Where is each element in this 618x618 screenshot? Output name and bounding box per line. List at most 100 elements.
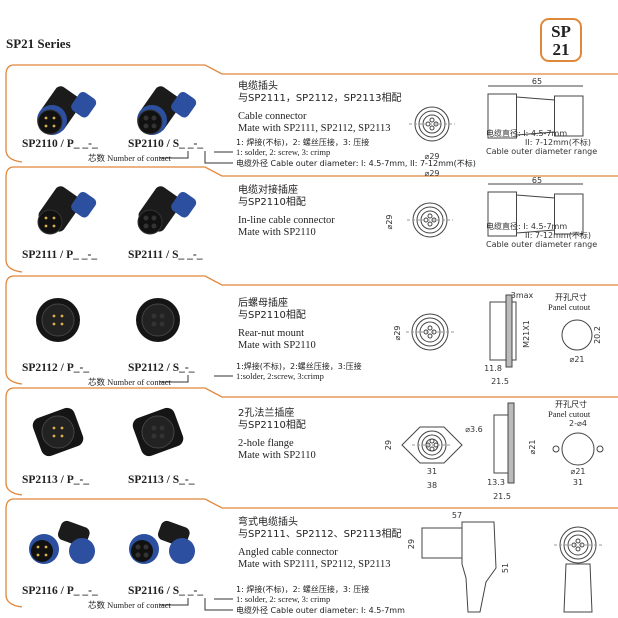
contact-leader [160,598,189,606]
cutout-flat-dim: 20.2 [593,326,602,344]
length-dim: 65 [532,77,542,86]
connector-nut [171,191,197,218]
part-number-female: SP2113 / S_-_ [128,474,195,486]
front-view-drawing [406,313,454,351]
cable-gland-outline [563,563,593,613]
english-title: Cable connector [238,111,307,122]
socket-hole [159,321,165,327]
contact-pin [60,434,64,438]
cable-range-2: II: 7-12mm(不标) [525,138,591,147]
socket-hole [151,433,157,439]
contact-pin [44,545,48,549]
cable-range-2: II: 7-12mm(不标) [525,231,591,240]
connector-face [37,109,63,135]
chinese-mate: 与SP2111、SP2112、SP2113相配 [238,529,402,540]
pin-hole [429,117,435,123]
pin-hole [575,546,581,552]
socket-hole [159,313,165,319]
english-mate: Mate with SP2110 [238,227,316,238]
badge-line-1: SP [551,22,571,41]
pin-hole [575,538,581,544]
front-view-drawing [407,202,453,238]
socket-hole [143,552,149,558]
panel-cutout-en: Panel cutout [548,302,591,312]
insert [567,534,589,556]
panel-frame-5 [5,498,618,608]
socket-hole [151,321,157,327]
cable-range-en: Cable outer diameter range [486,240,598,249]
side-view-drawing [489,301,517,361]
socket-hole [143,544,149,550]
english-title: Rear-nut mount [238,328,304,339]
panel-nut [505,294,513,368]
cutout-hole-left [552,445,560,453]
body-diameter-dim: ⌀21 [528,440,537,455]
mount-hole-dim: ⌀3.6 [465,425,483,434]
cable-diameter-label: 电缆外径 Cable outer diameter: I: 4.5-7mm, I… [236,159,476,168]
cutout-width-dim: 31 [573,478,583,487]
cable-range-cn: 电缆直径: I: 4.5-7mm [486,222,568,231]
length-dim: 65 [532,176,542,185]
termination-options-en: 1:solder, 2:screw, 3:crimp [236,371,324,381]
depth-dim: 11.8 [484,364,502,373]
chinese-mate: 与SP2110相配 [238,197,306,208]
flange-outline [401,426,463,464]
contact-pin [52,322,56,326]
part-number-male: SP2110 / P_ _-_ [22,138,98,150]
badge-line-2: 21 [552,40,570,59]
chinese-mate: 与SP2110相配 [238,310,306,321]
socket-hole [151,215,157,221]
panel-cutout-cn: 开孔尺寸 [555,293,587,302]
socket-hole [143,123,149,129]
cutout-circle [561,432,595,466]
contact-leader [160,375,189,383]
front-diameter-dim: ⌀29 [385,215,394,230]
front-diameter-dim: ⌀29 [393,326,402,341]
flange-width-dim: 38 [427,481,437,490]
panel-frame-2 [5,166,618,273]
socket-hole [135,544,141,550]
termination-options-en: 1: solder, 2: screw, 3: crimp [236,594,331,604]
part-number-male: SP2116 / P_ _-_ [22,585,98,597]
product-photo-female [136,298,180,342]
socket-hole [143,115,149,121]
angled-side-view-drawing [421,521,497,613]
contact-pin [52,224,56,228]
connector-face [131,540,153,562]
termination-options-cn: 1: 焊接(不标)，2: 螺丝压接，3: 压接 [236,138,370,147]
contact-pin [52,124,56,128]
pin-hole [429,125,435,131]
hole-spacing-dim: 31 [427,467,437,476]
part-number-male: SP2112 / P_-_ [22,362,90,374]
width-dim: 57 [452,511,462,520]
product-photo-male [32,407,84,457]
part-number-female: SP2116 / S_ _-_ [128,585,204,597]
cable-nut [169,538,195,564]
cutout-holes-dim: 2-⌀4 [569,419,587,428]
coupling-outline [487,93,517,139]
total-depth-dim: 21.5 [493,492,511,501]
contact-leader [160,151,189,159]
connector-nut [171,91,197,118]
cutout-circle [561,319,593,351]
connector-nut [71,91,97,118]
pin-hole [427,333,433,339]
product-photo-female [137,86,197,135]
product-photo-male [36,298,80,342]
front-diameter-dim: ⌀29 [425,152,440,161]
panel-frame-1 [5,64,618,163]
panel-frame-4 [5,387,618,496]
pin-hole [427,325,433,331]
cutout-diameter-dim: ⌀21 [571,467,586,476]
contact-pin [36,545,40,549]
connector-face [41,415,75,449]
part-number-female: SP2111 / S_ _-_ [128,249,203,261]
product-photo-female [132,407,184,457]
contact-pin [52,216,56,220]
series-badge: SP 21 [540,18,582,62]
chinese-title: 电缆对接插座 [238,185,298,196]
pin-hole [429,438,435,444]
part-number-male: SP2113 / P_-_ [22,474,90,486]
coupling-outline [487,191,517,237]
connector-face [31,540,53,562]
